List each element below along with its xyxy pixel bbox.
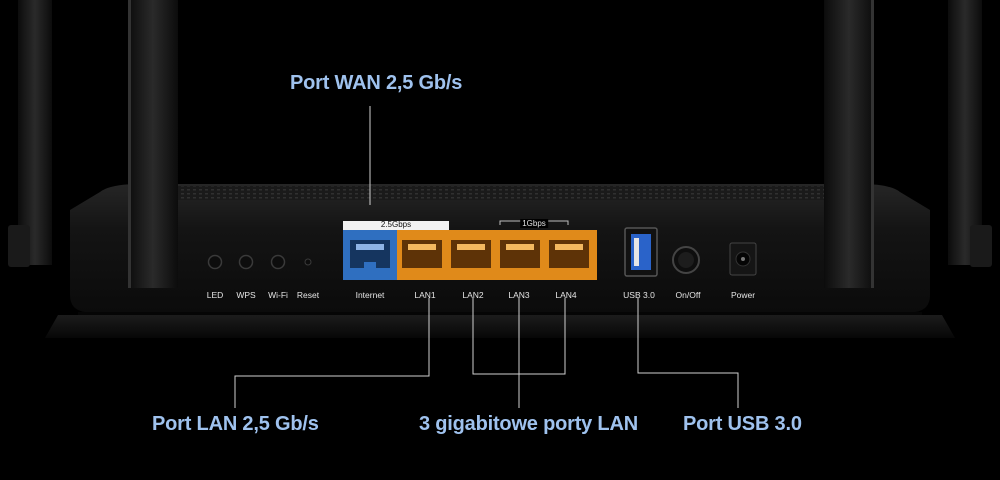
usb-port	[624, 227, 658, 277]
wifi-label: Wi-Fi	[268, 290, 288, 300]
lan-port-block	[397, 220, 597, 280]
reset-label: Reset	[296, 290, 320, 300]
usb-label: USB 3.0	[623, 290, 655, 300]
antenna-right-inner	[824, 0, 874, 288]
wan-port	[343, 221, 449, 280]
power-button	[672, 246, 700, 274]
lan-speed-label: 1Gbps	[520, 219, 548, 228]
antenna-left-inner	[128, 0, 178, 288]
power-label: Power	[730, 290, 756, 300]
lan1-label: LAN1	[414, 290, 436, 300]
onoff-label: On/Off	[675, 290, 701, 300]
front-buttons	[207, 254, 312, 270]
wps-label: WPS	[236, 290, 256, 300]
callout-usb: Port USB 3.0	[683, 413, 802, 435]
callout-wan: Port WAN 2,5 Gb/s	[290, 72, 463, 94]
wan-speed-label: 2.5Gbps	[380, 220, 412, 229]
internet-label: Internet	[355, 290, 385, 300]
lan3-label: LAN3	[508, 290, 530, 300]
dc-jack	[729, 242, 757, 276]
callout-lan-25: Port LAN 2,5 Gb/s	[152, 413, 319, 435]
leader-lines	[234, 106, 739, 408]
lan4-label: LAN4	[555, 290, 577, 300]
lan2-label: LAN2	[462, 290, 484, 300]
antenna-left-outer	[8, 0, 52, 267]
led-label: LED	[206, 290, 224, 300]
antenna-right-outer	[948, 0, 992, 267]
callout-gigabit-lan: 3 gigabitowe porty LAN	[419, 413, 638, 435]
